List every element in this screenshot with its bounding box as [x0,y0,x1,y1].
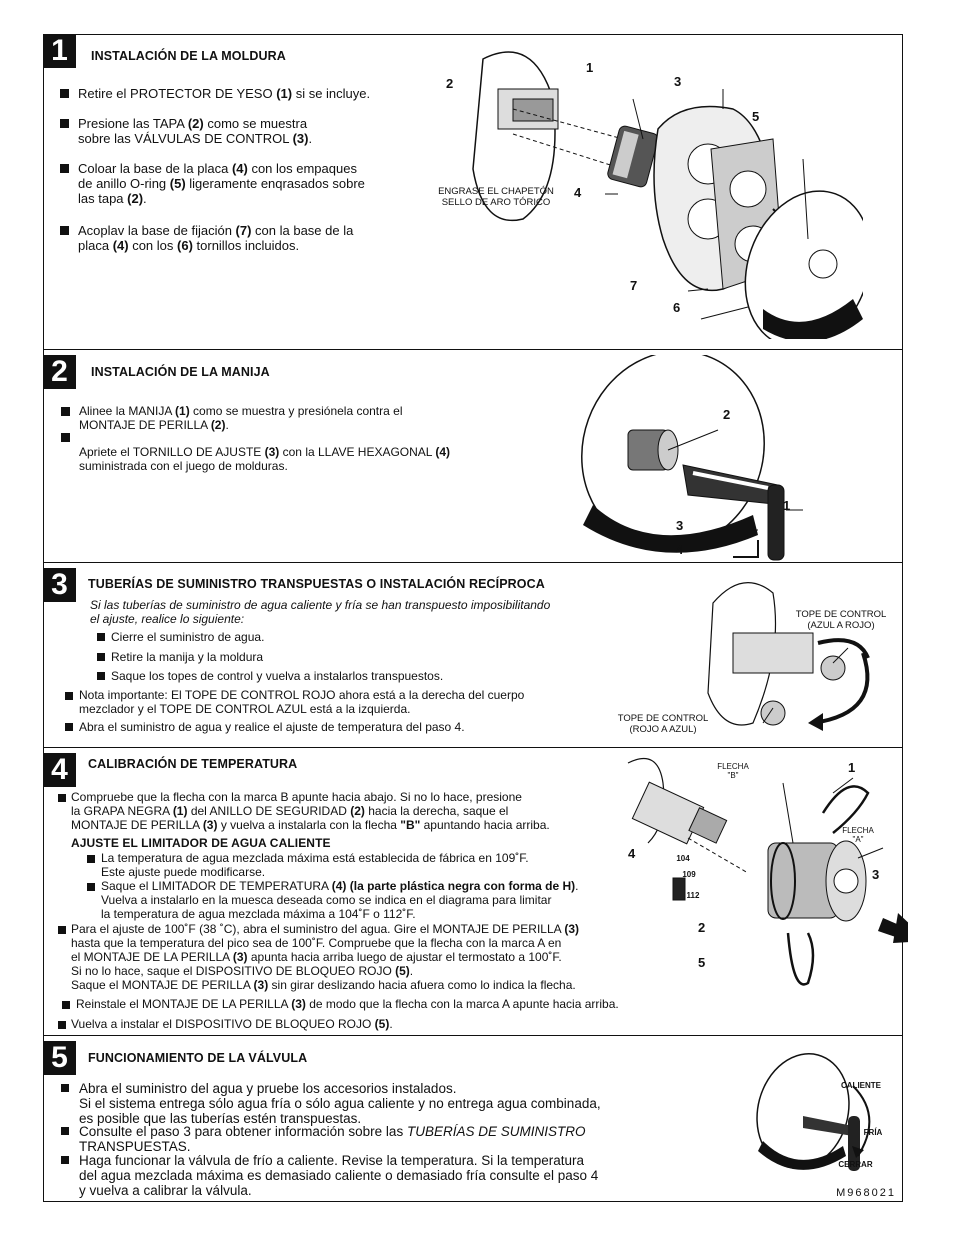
callout-label-4: 4 [574,185,582,200]
temp-mark: 109 [682,870,696,879]
bullet-item: Vuelva a instalar el DISPOSITIVO DE BLOQ… [58,1017,393,1031]
sub-bullet: Saque el LIMITADOR DE TEMPERATURA (4) (l… [87,879,578,921]
dial-label-cold: FRÍA [863,1128,883,1137]
callout-label-7: 7 [630,278,638,293]
step-number: 1 [43,34,76,68]
sub-bullet: Saque los topes de control y vuelva a in… [97,669,443,683]
step-number: 3 [43,568,76,602]
intro-text: Si las tuberías de suministro de agua ca… [90,598,551,626]
dial-label-off: CERRAR [838,1160,873,1169]
document-code: M968021 [836,1187,896,1199]
stop-label-bottom: TOPE DE CONTROL(ROJO A AZUL) [617,713,709,735]
flecha-a-label: FLECHA"A" [842,826,874,844]
bullet-item: Nota importante: El TOPE DE CONTROL ROJO… [65,688,524,716]
callout-label-3: 3 [872,867,880,882]
bullet-item: Haga funcionar la válvula de frío a cali… [61,1153,598,1198]
section-2: 2 INSTALACIÓN DE LA MANIJA Alinee la MAN… [43,350,903,563]
callout-label-2: 2 [723,407,731,422]
callout-label-1: 1 [783,498,791,513]
calibration-illustration [627,758,908,986]
valve-operation-illustration [756,1053,871,1171]
sub-bullet: Cierre el suministro de agua. [97,630,264,644]
callout-label-5: 5 [752,109,760,124]
sub-bullet: La temperatura de agua mezclada máxima e… [87,851,529,879]
sub-bullet: Retire la manija y la moldura [97,650,263,664]
bullet-item: Alinee la MANIJA (1) como se muestra y p… [61,404,402,432]
section-heading: CALIBRACIÓN DE TEMPERATURA [88,757,298,771]
callout-label-1: 1 [586,60,594,75]
bullet-square-icon [60,226,69,235]
temp-mark: 104 [676,854,690,863]
bullet-square-icon [60,119,69,128]
bullet-item: Abra el suministro de agua y realice el … [65,720,465,734]
bullet-item: Acoplav la base de fijación (7) con la b… [60,223,353,253]
callout-label-3: 3 [676,518,684,533]
section-1: 1 INSTALACIÓN DE LA MOLDURA Retire el PR… [43,34,903,350]
callout-label-1: 1 [848,760,856,775]
flecha-b-label: FLECHA"B" [717,762,749,780]
section-heading: INSTALACIÓN DE LA MOLDURA [91,49,286,63]
bullet-item: Abra el suministro del agua y pruebe los… [61,1081,601,1126]
bullet-item: Presione las TAPA (2) como se muestra so… [60,116,312,146]
bullet-item: Reinstale el MONTAJE DE LA PERILLA (3) d… [62,997,619,1011]
control-stop-illustration [707,582,870,731]
section-5: 5 FUNCIONAMIENTO DE LA VÁLVULA Abra el s… [43,1036,903,1202]
callout-label-6: 6 [673,300,681,315]
bullet-square-icon [61,407,70,416]
trim-exploded-illustration [472,51,863,339]
bullet-square-icon [61,433,70,442]
callout-label-4: 4 [628,846,636,861]
dial-label-hot: CALIENTE [841,1081,881,1090]
bullet-square-icon [60,89,69,98]
section-heading: FUNCIONAMIENTO DE LA VÁLVULA [88,1051,308,1065]
subheading: AJUSTE EL LIMITADOR DE AGUA CALIENTE [71,836,331,850]
callout-label-5: 5 [698,955,706,970]
section-heading: INSTALACIÓN DE LA MANIJA [91,365,270,379]
section-3: 3 TUBERÍAS DE SUMINISTRO TRANSPUESTAS O … [43,563,903,748]
bullet-item: Para el ajuste de 100˚F (38 ˚C), abra el… [58,922,579,992]
page-frame [43,34,903,1202]
step-number: 4 [43,753,76,787]
bullet-item: Coloar la base de la placa (4) con los e… [60,161,365,206]
callout-label-2: 2 [446,76,454,91]
temp-mark: 112 [686,891,700,900]
bullet-item: Compruebe que la flecha con la marca B a… [58,790,550,832]
callout-label-4: 4 [676,542,684,557]
bullet-item: Apriete el TORNILLO DE AJUSTE (3) con la… [61,433,450,473]
handle-illustration [581,355,803,561]
step-number: 2 [43,355,76,389]
callout-label-3: 3 [674,74,682,89]
section-4: 4 CALIBRACIÓN DE TEMPERATURA Compruebe q… [43,748,908,1036]
stop-label-top: TOPE DE CONTROL(AZUL A ROJO) [795,609,887,631]
step-number: 5 [43,1041,76,1075]
bullet-square-icon [60,164,69,173]
bullet-item: Consulte el paso 3 para obtener informac… [61,1124,585,1154]
section-heading: TUBERÍAS DE SUMINISTRO TRANSPUESTAS O IN… [88,577,545,591]
bullet-item: Retire el PROTECTOR DE YESO (1) si se in… [60,86,370,101]
callout-label-2: 2 [698,920,706,935]
